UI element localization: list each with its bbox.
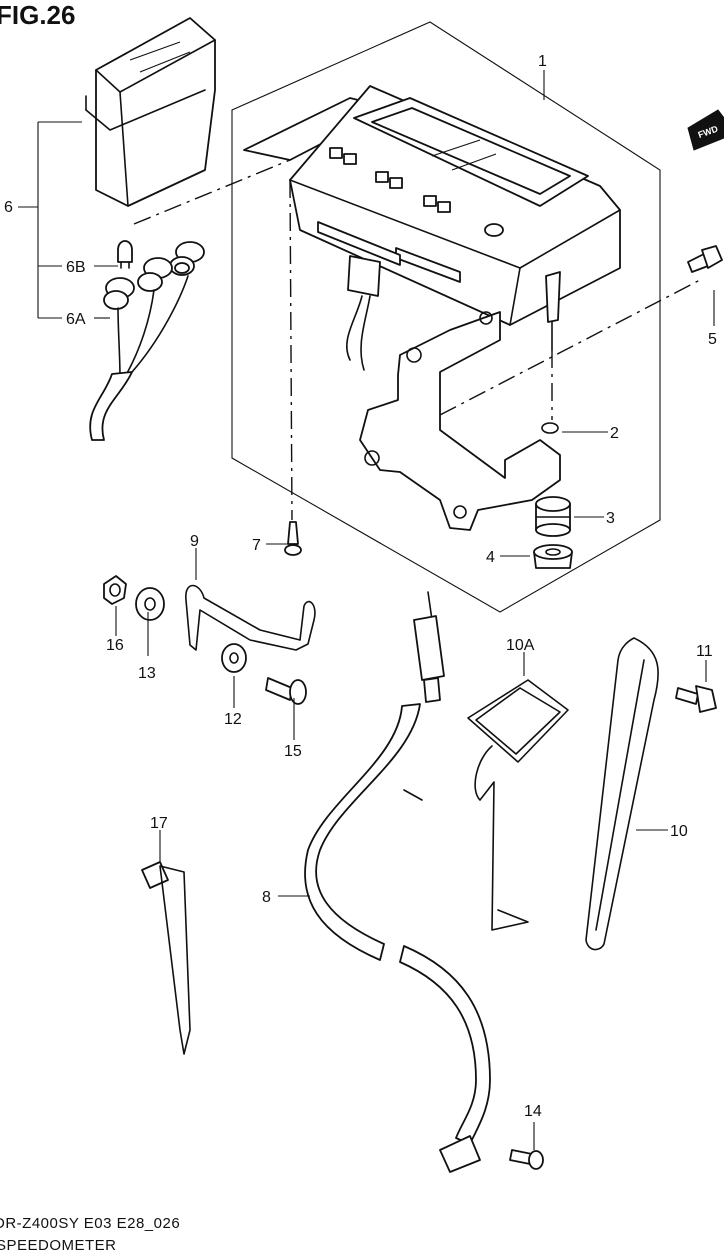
callout-2: 2 — [610, 425, 619, 442]
grommet-part-3 — [535, 496, 571, 537]
callout-6B: 6B — [66, 259, 86, 276]
callout-16: 16 — [106, 637, 124, 654]
callout-3: 3 — [606, 510, 615, 527]
screw-part-7 — [284, 521, 302, 556]
assembly-frame — [231, 21, 661, 613]
figure-title: FIG.26 — [0, 0, 75, 30]
fwd-arrow-icon: FWD — [687, 109, 724, 151]
leader-dash-5 — [439, 279, 701, 416]
callout-13: 13 — [138, 665, 156, 682]
washer-part-13 — [135, 587, 165, 621]
leader-dash-7 — [289, 179, 293, 521]
meter-cover-part-6 — [85, 17, 216, 207]
band-part-10 — [585, 637, 659, 951]
speedometer-part-1 — [243, 85, 621, 371]
bolt-part-11 — [675, 685, 717, 713]
callout-8: 8 — [262, 889, 271, 906]
callout-12: 12 — [224, 711, 242, 728]
callout-6: 6 — [4, 199, 13, 216]
callout-10A: 10A — [506, 637, 535, 654]
nut-part-4 — [533, 544, 573, 569]
clamp-part-9 — [185, 584, 316, 651]
bulb-part-6B — [117, 240, 133, 269]
callout-9: 9 — [190, 533, 199, 550]
callout-17: 17 — [150, 815, 168, 832]
screw-part-15 — [265, 677, 307, 705]
bracket-part-2 — [359, 311, 561, 531]
callout-6A: 6A — [66, 311, 86, 328]
cable-part-8 — [304, 591, 491, 1173]
leader-dash-6 — [133, 159, 291, 225]
callout-10: 10 — [670, 823, 688, 840]
washer-part-12 — [221, 643, 247, 673]
callout-5: 5 — [708, 331, 717, 348]
nut-part-16 — [103, 575, 127, 605]
callout-1: 1 — [538, 53, 547, 70]
tie-part-17 — [141, 861, 191, 1055]
clip-part-10A — [467, 679, 569, 931]
callout-4: 4 — [486, 549, 495, 566]
model-code: DR-Z400SY E03 E28_026 — [0, 1215, 180, 1232]
figure-caption: SPEEDOMETER — [0, 1237, 117, 1254]
screw-part-5 — [687, 245, 723, 273]
callout-15: 15 — [284, 743, 302, 760]
callout-11: 11 — [696, 643, 713, 660]
callout-leaders — [18, 70, 715, 1150]
screw-part-14 — [509, 1149, 544, 1170]
socket-harness-part-6A — [89, 241, 205, 441]
callout-7: 7 — [252, 537, 261, 554]
callout-14: 14 — [524, 1103, 542, 1120]
